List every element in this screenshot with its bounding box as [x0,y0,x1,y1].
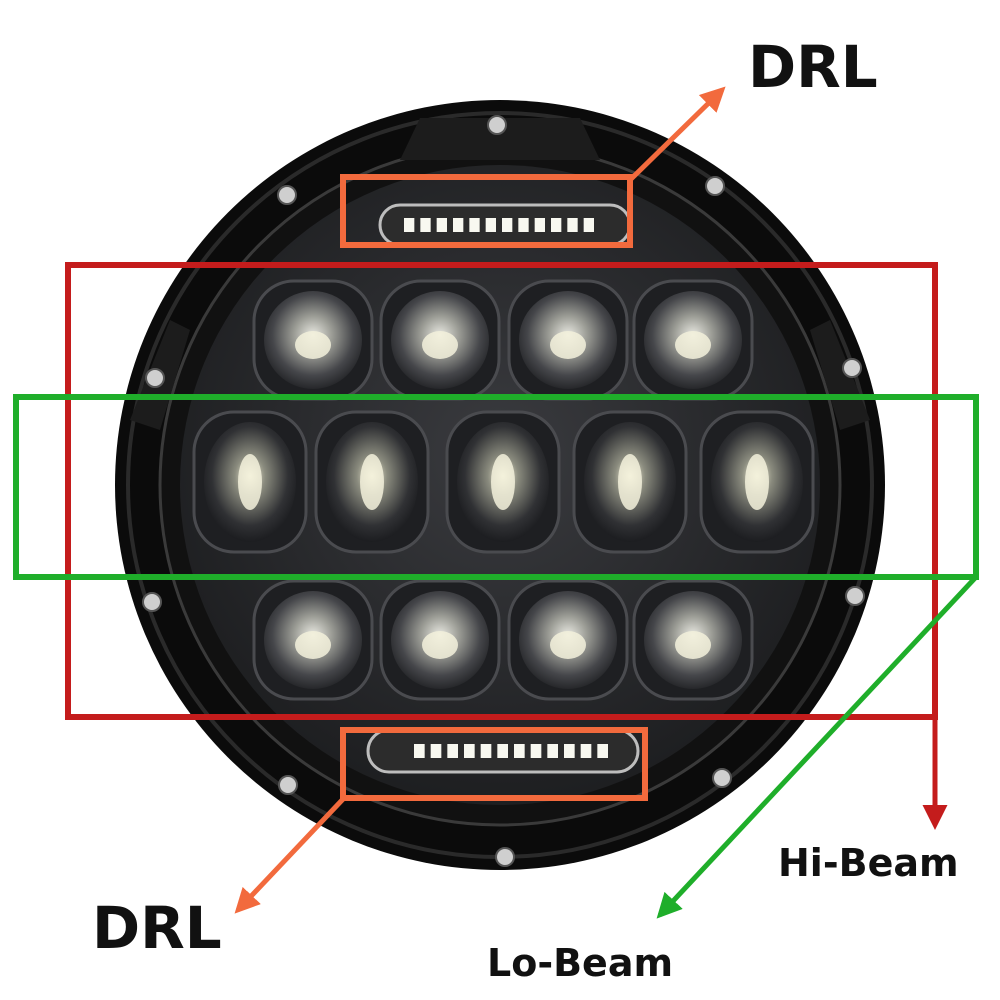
led-projector-icon [192,410,308,554]
led-projector-icon [379,579,501,701]
led-projector-icon [507,279,629,401]
drl-chip-icon [551,218,562,232]
led-projector-icon [314,410,430,554]
drl-bottom-highlight-box [340,727,648,801]
drl-chip-icon [502,218,513,232]
headlight [115,100,885,870]
mounting-screws [142,115,865,867]
screw-icon [845,586,865,606]
screw-icon [712,768,732,788]
lo-beam-highlight-box [13,394,979,580]
led-projector-icon [699,410,815,554]
led-projector-icon [379,279,501,401]
drl-chip-icon [534,218,545,232]
led-projector-icon [632,279,754,401]
screw-icon [142,592,162,612]
drl-chip-icon [430,744,442,758]
led-projector-icon [632,579,754,701]
drl-chip-icon [414,744,425,758]
screw-icon [842,358,862,378]
lo-beam-label: Lo-Beam [487,941,673,985]
screw-icon [278,775,298,795]
drl-chip-icon [564,744,575,758]
drl-strip-top [378,203,632,247]
drl-chip-icon [447,744,458,758]
drl-chip-icon [547,744,558,758]
drl-chip-icon [530,744,542,758]
hi-beam-highlight-box [65,262,938,720]
led-projector-icon [445,410,561,554]
drl-chip-icon [514,744,525,758]
drl-chip-icon [583,218,594,232]
arrow-down-left-icon [234,795,347,914]
hi-beam-label: Hi-Beam [778,841,959,885]
drl-strip-bottom [366,728,640,774]
drl-chip-icon [453,218,464,232]
drl-chip-icon [469,218,480,232]
drl-chip-icon [597,744,608,758]
drl-chip-icon [480,744,492,758]
drl-chip-icon [404,218,415,232]
led-projector-icon [572,410,688,554]
led-projector-icon [507,579,629,701]
drl-chip-icon [464,744,475,758]
drl-top-label: DRL [748,33,878,101]
drl-chip-icon [485,218,496,232]
led-projector-icon [252,279,374,401]
arrow-up-right-icon [628,86,726,182]
led-projector-icon [252,579,374,701]
led-projector-array [192,279,815,701]
drl-chips [414,744,608,758]
drl-chip-icon [580,744,592,758]
screw-icon [145,368,165,388]
screw-icon [495,847,515,867]
arrow-down-left-icon [656,575,978,919]
screw-icon [487,115,507,135]
drl-chip-icon [420,218,431,232]
screw-icon [705,176,725,196]
drl-top-highlight-box [340,174,633,248]
drl-bottom-label: DRL [92,894,222,962]
bezel-notch-right [810,320,870,430]
bezel-notch-top [400,118,600,160]
drl-chip-icon [436,218,447,232]
drl-chips [404,218,594,232]
drl-chip-icon [518,218,529,232]
drl-chip-icon [567,218,578,232]
drl-chip-icon [497,744,508,758]
screw-icon [277,185,297,205]
